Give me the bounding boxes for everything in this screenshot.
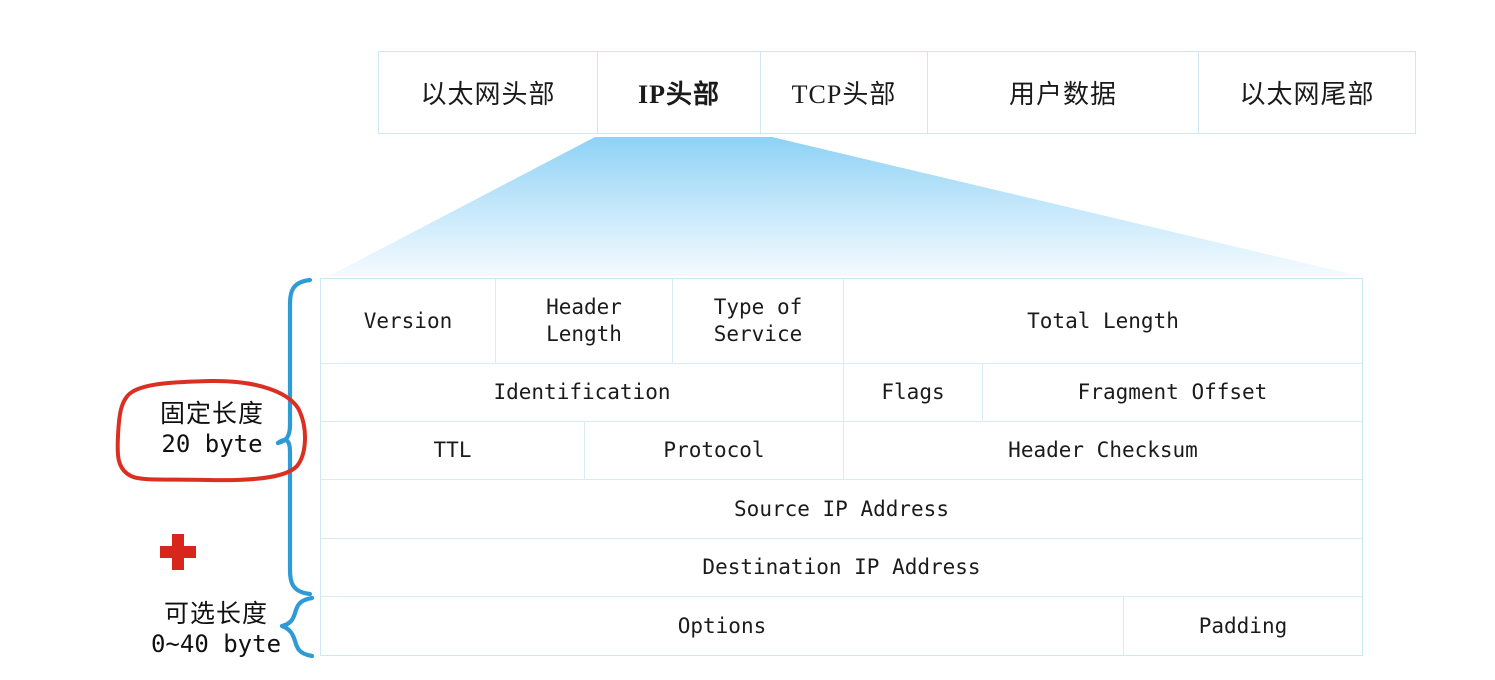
- field-total-length: Total Length: [1027, 308, 1179, 333]
- field-ttl: TTL: [321, 422, 585, 479]
- frame-cell-ip-header: IP头部: [597, 51, 761, 134]
- field-flags: Flags: [844, 364, 983, 421]
- field-header-length: Header Length: [496, 279, 673, 363]
- ip-header-row-6: Options Padding: [321, 597, 1362, 655]
- field-options: Options: [321, 597, 1124, 655]
- frame-cell-ethernet-header: 以太网头部: [378, 51, 598, 134]
- field-header-checksum: Header Checksum: [1008, 438, 1198, 463]
- field-type-of-service: Type of Service: [673, 279, 844, 363]
- ip-header-row-1: Version Header Length Type of Service To…: [321, 279, 1362, 364]
- field-destination-ip-address: Destination IP Address: [702, 555, 981, 580]
- fixed-length-line2: 20 byte: [161, 429, 263, 458]
- frame-cell-user-data: 用户数据: [927, 51, 1199, 134]
- field-identification: Identification: [321, 364, 844, 421]
- fixed-length-annotation: 固定长度 20 byte: [124, 400, 300, 458]
- fixed-length-line1: 固定长度: [159, 401, 264, 428]
- frame-cell-ethernet-trailer: 以太网尾部: [1198, 51, 1416, 134]
- ip-header-row-5: Destination IP Address: [321, 539, 1362, 597]
- frame-cell-tcp-header: TCP头部: [760, 51, 928, 134]
- field-version: Version: [321, 279, 496, 363]
- field-padding: Padding: [1198, 613, 1288, 638]
- plus-icon: [160, 534, 196, 570]
- encapsulation-strip: 以太网头部 IP头部 TCP头部 用户数据 以太网尾部: [378, 51, 1418, 134]
- field-fragment-offset: Fragment Offset: [1077, 380, 1268, 405]
- field-source-ip-address: Source IP Address: [734, 496, 949, 521]
- optional-length-annotation: 可选长度 0~40 byte: [128, 600, 304, 658]
- field-protocol: Protocol: [585, 422, 844, 479]
- ip-header-row-2: Identification Flags Fragment Offset: [321, 364, 1362, 422]
- ip-header-row-3: TTL Protocol Header Checksum: [321, 422, 1362, 480]
- optional-length-line2: 0~40 byte: [150, 629, 282, 658]
- ip-header-row-4: Source IP Address: [321, 480, 1362, 539]
- optional-length-line1: 可选长度: [163, 601, 268, 628]
- ip-header-table: Version Header Length Type of Service To…: [320, 278, 1363, 656]
